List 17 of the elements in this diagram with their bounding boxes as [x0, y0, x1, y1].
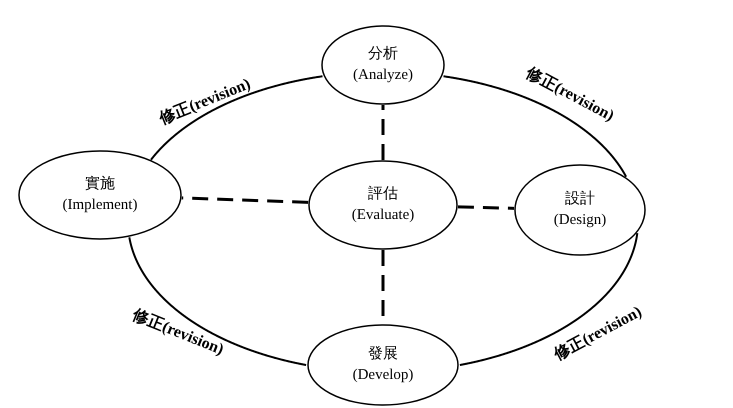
cycle-arc	[443, 75, 627, 178]
node-subtitle: (Implement)	[62, 196, 138, 215]
cycle-arc	[150, 75, 323, 160]
node-subtitle: (Develop)	[352, 366, 414, 385]
node-title: 實施	[85, 174, 115, 194]
node-subtitle: (Design)	[554, 211, 606, 230]
cycle-arc	[128, 236, 306, 366]
node-title: 設計	[565, 190, 595, 209]
node-title: 分析	[368, 44, 398, 64]
node-subtitle: (Analyze)	[353, 66, 413, 85]
node-subtitle: (Evaluate)	[352, 206, 414, 225]
node-title: 評估	[368, 184, 398, 204]
dashed-connector	[458, 205, 514, 210]
dashed-connector	[182, 196, 308, 204]
node-title: 發展	[368, 345, 398, 364]
dashed-connector	[382, 105, 384, 160]
cycle-arc	[460, 232, 638, 366]
